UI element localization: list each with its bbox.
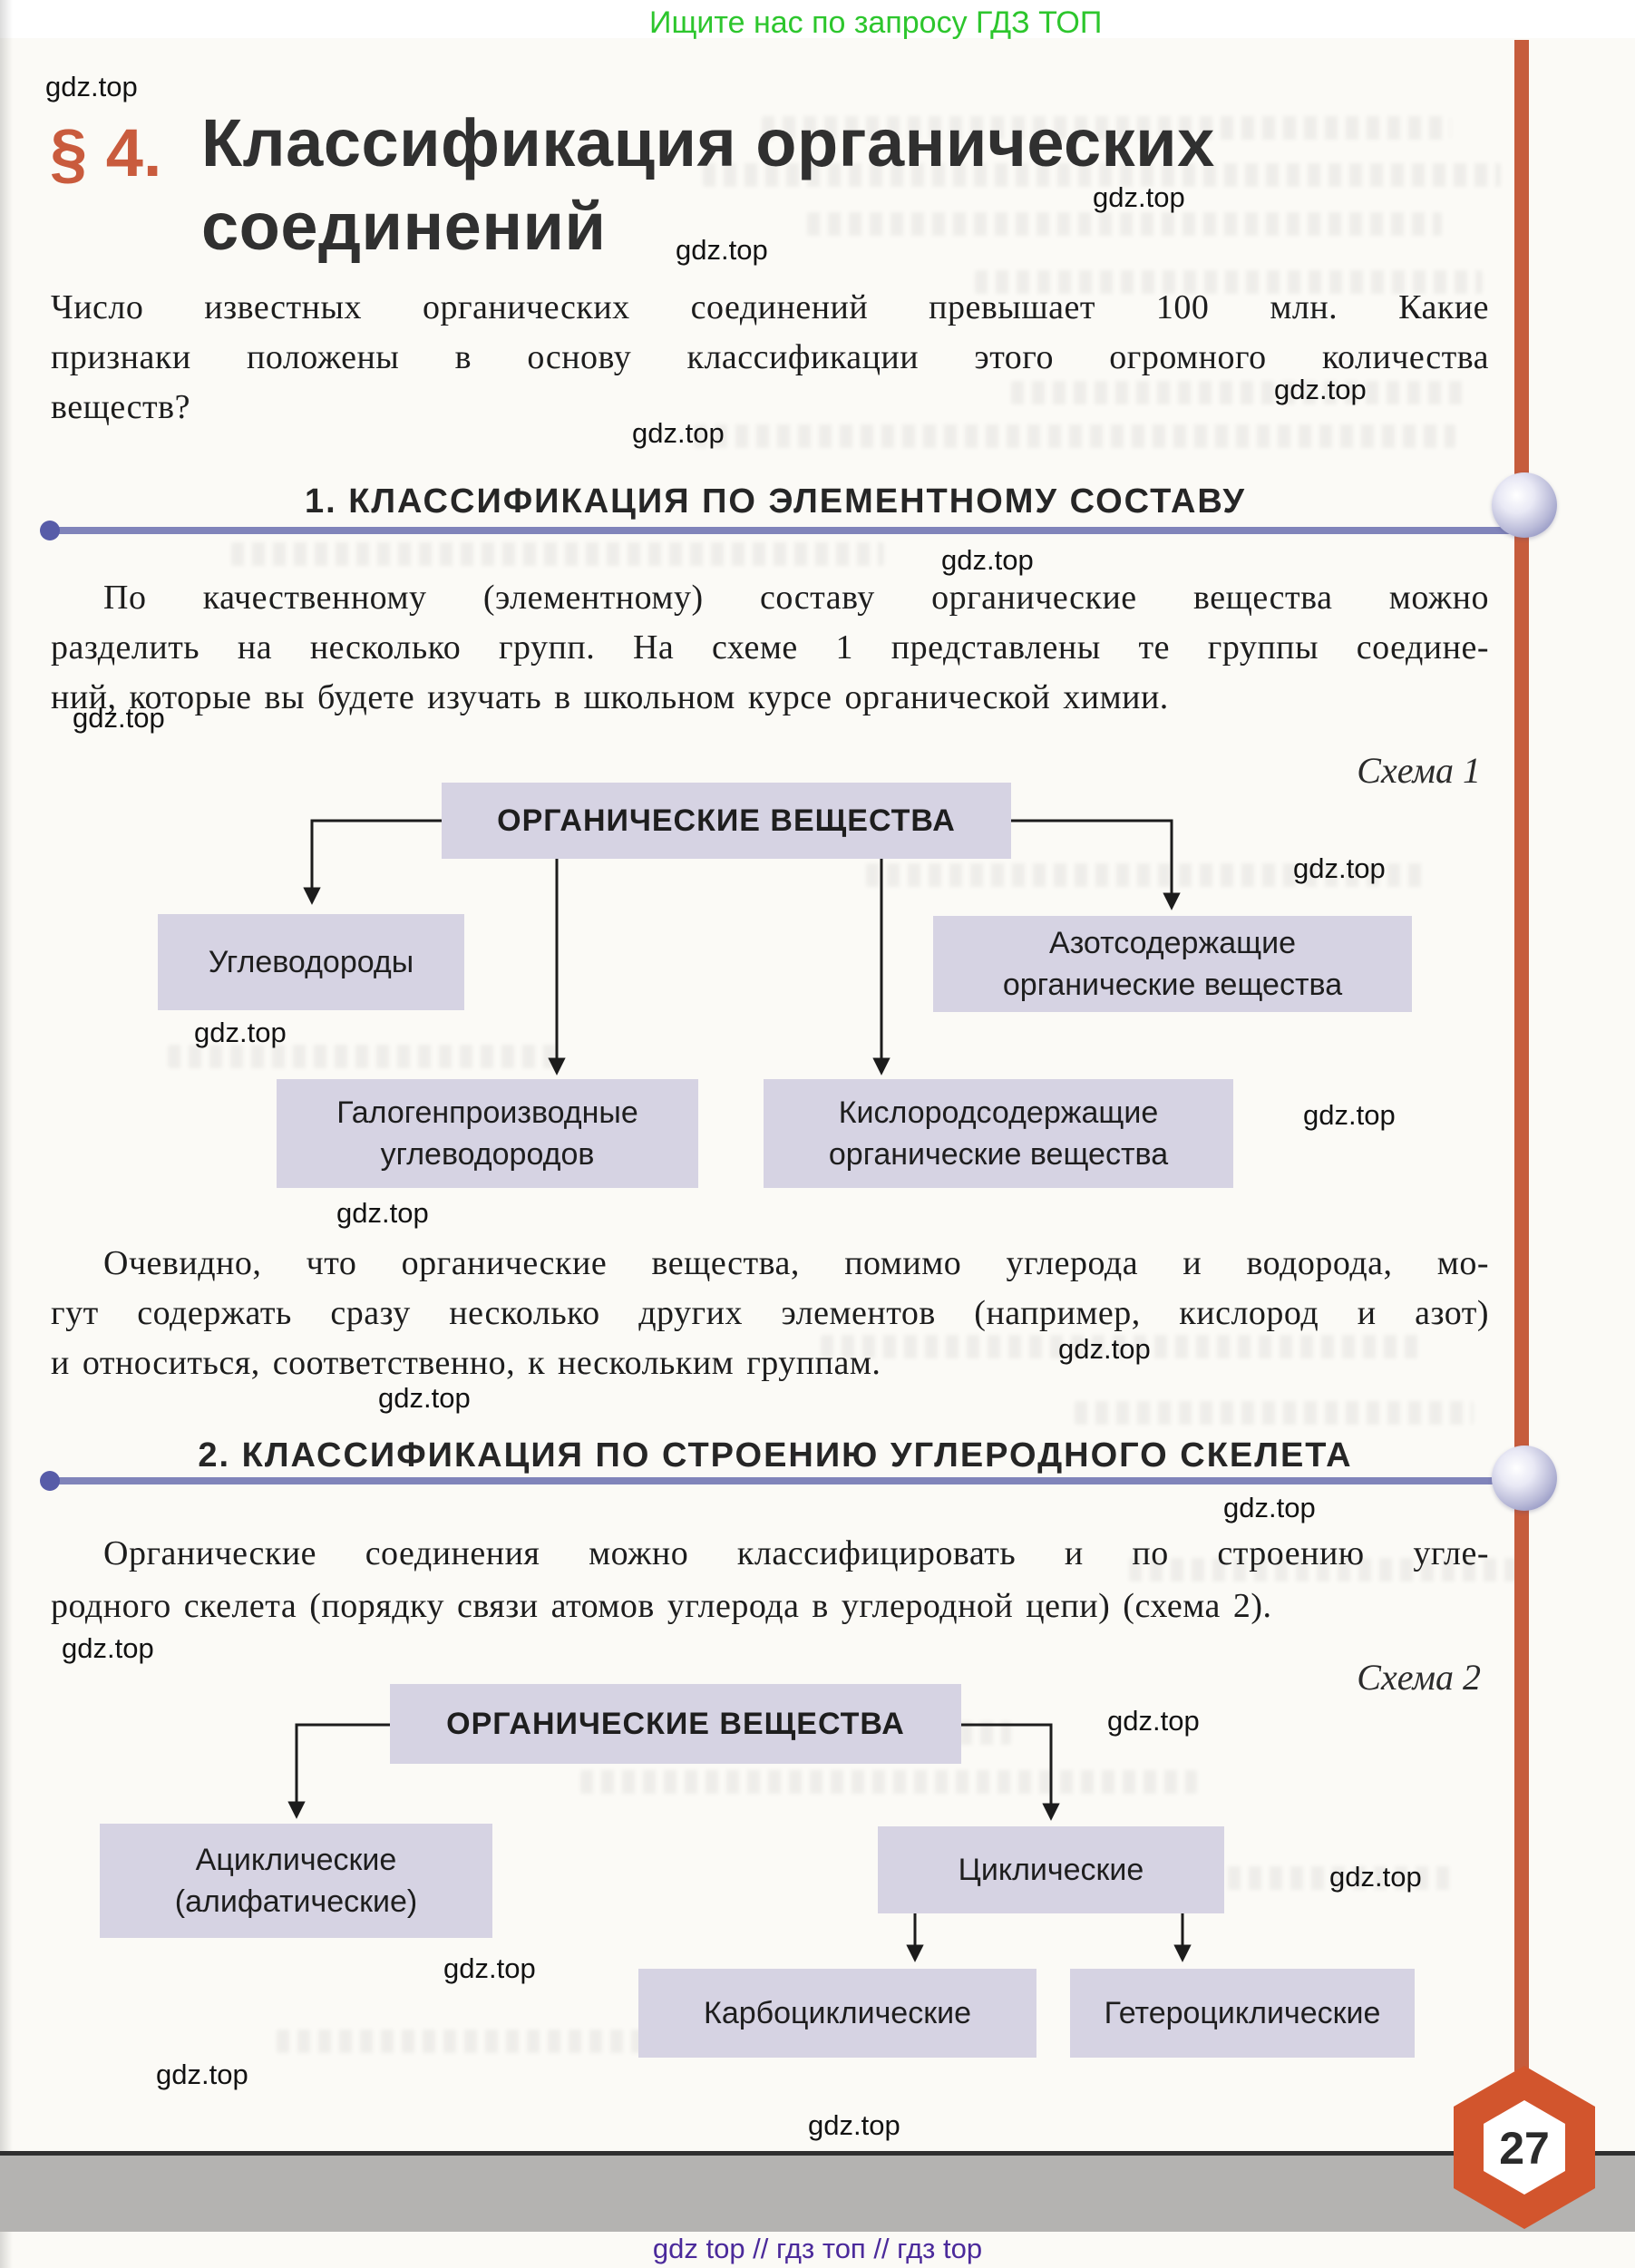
scheme1-hydrocarbons-box: Углеводороды xyxy=(158,914,464,1010)
bleed-through-texture xyxy=(1129,1558,1519,1582)
footer-site-line: gdz top // гдз топ // гдз top xyxy=(652,2233,983,2264)
promo-banner: Ищите нас по запросу ГДЗ ТОП xyxy=(649,5,1103,40)
bleed-through-texture xyxy=(694,424,1455,448)
section1-divider-dot xyxy=(40,521,60,540)
scheme1-label: Схема 1 xyxy=(1357,750,1481,791)
bleed-through-texture xyxy=(975,270,1483,294)
text-line: веществ? xyxy=(51,388,190,426)
section1-divider-rule xyxy=(45,527,1533,534)
watermark-text: gdz.top xyxy=(443,1952,536,1984)
page-number-hexagon: 27 xyxy=(1454,2066,1595,2229)
title-line2: соединений xyxy=(201,189,607,264)
bleed-through-texture xyxy=(821,1335,1419,1358)
section1-conclusion-paragraph: Очевидно, что органические вещества, пом… xyxy=(51,1239,1489,1388)
bleed-through-texture xyxy=(168,1045,558,1068)
scheme2-heterocyclic-box: Гетероциклические xyxy=(1070,1969,1415,2058)
section2-divider-rule xyxy=(45,1477,1533,1484)
scheme2-label: Схема 2 xyxy=(1357,1657,1481,1698)
scheme2-acyclic-box: Ациклические (алифатические) xyxy=(100,1824,492,1938)
scheme1-halogen-box: Галогенпроизводные углеводородов xyxy=(277,1079,698,1188)
bleed-through-texture xyxy=(231,542,884,566)
intro-paragraph: Число известных органических соединений … xyxy=(51,283,1489,433)
bleed-through-texture xyxy=(580,1770,1197,1794)
watermark-text: gdz.top xyxy=(1223,1492,1316,1523)
section2-divider-dot xyxy=(40,1471,60,1491)
paragraph-mark: § 4. xyxy=(50,115,162,190)
page-accent-bar xyxy=(1514,40,1529,2071)
section2-heading: 2. КЛАССИФИКАЦИЯ ПО СТРОЕНИЮ УГЛЕРОДНОГО… xyxy=(198,1436,1353,1475)
watermark-text: gdz.top xyxy=(941,544,1034,576)
section1-heading: 1. КЛАССИФИКАЦИЯ ПО ЭЛЕМЕНТНОМУ СОСТАВУ xyxy=(304,482,1247,521)
text-line: Очевидно, что органические вещества, пом… xyxy=(103,1244,1489,1282)
watermark-text: gdz.top xyxy=(808,2109,900,2141)
section2-paragraph: Органические соединения можно классифици… xyxy=(51,1527,1489,1632)
scan-left-edge-shadow xyxy=(0,0,13,2268)
scheme1-nitrogen-box: Азотсодержащие органические вещества xyxy=(933,916,1412,1012)
watermark-text: gdz.top xyxy=(156,2059,248,2090)
watermark-text: gdz.top xyxy=(1107,1705,1200,1737)
bleed-through-texture xyxy=(807,212,1442,236)
section2-divider-sphere xyxy=(1492,1445,1557,1511)
text-line: ний, которые вы будете изучать в школьно… xyxy=(51,678,1169,716)
text-line: гут содержать сразу несколько других эле… xyxy=(51,1294,1489,1332)
hexagon-inner xyxy=(1484,2100,1565,2195)
bottom-gray-bar xyxy=(0,2151,1635,2232)
scheme1-oxygen-box: Кислородсодержащие органические вещества xyxy=(764,1079,1233,1188)
bleed-through-texture xyxy=(866,863,1428,887)
title-line1: Классификация органических xyxy=(201,105,1215,180)
bleed-through-texture xyxy=(762,116,1451,140)
text-line: родного скелета (порядку связи атомов уг… xyxy=(51,1587,1272,1625)
text-line: признаки положены в основу классификации… xyxy=(51,338,1489,376)
scheme1-root-box: ОРГАНИЧЕСКИЕ ВЕЩЕСТВА xyxy=(442,783,1011,859)
page-title: Классификация органических соединений xyxy=(201,102,1215,268)
section1-divider-sphere xyxy=(1492,472,1557,538)
scheme2-carbocyclic-box: Карбоциклические xyxy=(638,1969,1036,2058)
bleed-through-texture xyxy=(703,163,1501,187)
text-line: разделить на несколько групп. На схеме 1… xyxy=(51,628,1489,667)
scheme2-root-box: ОРГАНИЧЕСКИЕ ВЕЩЕСТВА xyxy=(390,1684,961,1764)
bleed-through-texture xyxy=(1011,381,1465,404)
watermark-text: gdz.top xyxy=(62,1632,154,1664)
watermark-text: gdz.top xyxy=(336,1197,429,1229)
text-line: По качественному (элементному) составу о… xyxy=(103,579,1489,617)
bleed-through-texture xyxy=(1075,1401,1474,1425)
text-line: и относиться, соответственно, к нескольк… xyxy=(51,1344,881,1382)
page-number: 27 xyxy=(1499,2123,1550,2174)
watermark-text: gdz.top xyxy=(1303,1099,1396,1131)
section1-paragraph: По качественному (элементному) составу о… xyxy=(51,573,1489,723)
scan-top-band xyxy=(0,0,1635,38)
text-line: Число известных органических соединений … xyxy=(51,288,1489,326)
scheme2-cyclic-box: Циклические xyxy=(878,1826,1224,1913)
watermark-text: gdz.top xyxy=(45,71,138,102)
text-line: Органические соединения можно классифици… xyxy=(103,1534,1489,1572)
